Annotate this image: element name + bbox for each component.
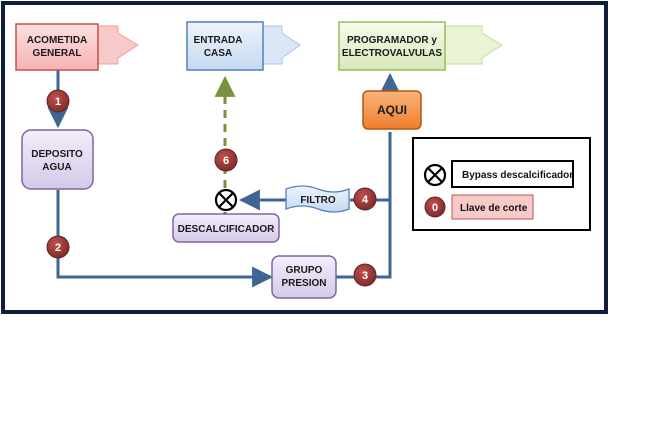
valve-3-number: 3 <box>362 270 368 282</box>
grupo-label-line1: GRUPO <box>286 265 323 276</box>
pipe-deposito-grupo <box>56 190 274 288</box>
bypass-valve-icon <box>214 188 238 212</box>
legend-bypass-label: Bypass descalcificador <box>462 170 573 181</box>
acometida-box-body <box>15 23 99 71</box>
entrada-label-line2: CASA <box>204 48 232 59</box>
programador-label-line2: ELECTROVALVULAS <box>342 48 443 59</box>
acometida-general-box: ACOMETIDA GENERAL <box>15 23 139 71</box>
entrada-casa-box: ENTRADA CASA <box>186 21 301 71</box>
acometida-label-line2: GENERAL <box>33 48 82 59</box>
deposito-box-body <box>21 129 94 190</box>
grupo-box-body <box>271 255 337 299</box>
legend: Bypass descalcificador 0 Llave de corte <box>412 137 591 231</box>
valve-6-number: 6 <box>223 155 229 167</box>
legend-llave-label-box <box>451 194 534 220</box>
legend-valve-number: 0 <box>432 202 438 214</box>
legend-llave-label: Llave de corte <box>460 203 528 214</box>
grupo-label-line2: PRESION <box>281 278 326 289</box>
entrada-box-body <box>186 21 264 71</box>
aqui-label: AQUI <box>377 103 407 117</box>
programador-box-body <box>338 21 446 71</box>
legend-shutoff-valve-icon: 0 <box>424 196 446 218</box>
deposito-label-line1: DEPOSITO <box>31 149 83 160</box>
valve-4: 4 <box>353 187 377 211</box>
valve-1: 1 <box>46 89 70 113</box>
grupo-presion-box: GRUPO PRESION <box>271 255 337 299</box>
deposito-agua-box: DEPOSITO AGUA <box>21 129 94 190</box>
aqui-box-body <box>362 90 422 130</box>
descalcificador-label: DESCALCIFICADOR <box>178 224 275 235</box>
legend-bypass-label-box <box>451 160 574 188</box>
programador-box: PROGRAMADOR y ELECTROVALVULAS <box>338 21 503 71</box>
valve-2-number: 2 <box>55 242 61 254</box>
filtro-label: FILTRO <box>300 195 336 206</box>
filtro-box: FILTRO <box>285 185 350 213</box>
entrada-label-line1: ENTRADA <box>194 35 243 46</box>
aqui-box: AQUI <box>362 90 422 130</box>
deposito-label-line2: AGUA <box>42 162 71 173</box>
programador-label-line1: PROGRAMADOR y <box>347 35 437 46</box>
descalcificador-box-body <box>172 213 280 243</box>
valve-6: 6 <box>214 148 238 172</box>
valve-4-number: 4 <box>362 194 369 206</box>
acometida-label-line1: ACOMETIDA <box>27 35 88 46</box>
valve-2: 2 <box>46 235 70 259</box>
filtro-banner-shape <box>285 185 350 213</box>
legend-bypass-icon <box>423 163 447 187</box>
valve-3: 3 <box>353 263 377 287</box>
valve-1-number: 1 <box>55 96 61 108</box>
descalcificador-box: DESCALCIFICADOR <box>172 213 280 243</box>
